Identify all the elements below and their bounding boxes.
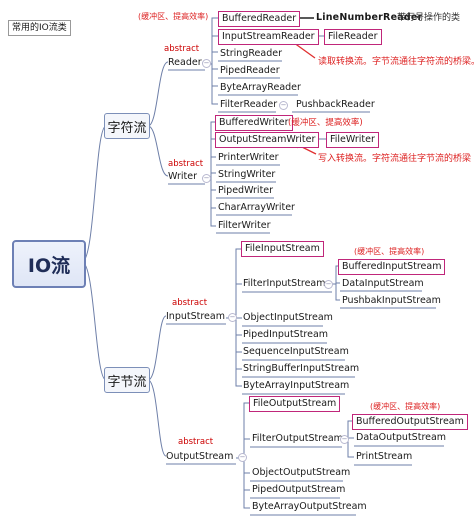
filter-outputstream-child-1: DataOutputStream	[356, 432, 447, 443]
page-title: 常用的IO流类	[8, 20, 71, 36]
inputstream-abstract-label: abstract	[172, 298, 208, 308]
filter-inputstream-child-0: BufferedInputStream	[338, 259, 446, 275]
filter-inputstream-child-1: DataInputStream	[342, 278, 424, 289]
reader-node: Reader	[168, 57, 202, 68]
filter-inputstream-collapse-icon[interactable]: −	[324, 280, 333, 289]
writer-collapse-icon[interactable]: −	[202, 174, 211, 183]
inputstream-collapse-icon[interactable]: −	[228, 313, 237, 322]
inputstream-node: InputStream	[166, 311, 225, 322]
outputstream-child-0: FileOutputStream	[249, 396, 341, 412]
char-stream-node: 字符流	[104, 113, 150, 139]
outputstream-child-1: FilterOutputStream	[252, 433, 343, 444]
reader-child-2: StringReader	[220, 48, 282, 59]
reader-abstract-label: abstract	[164, 44, 200, 54]
reader-child-1: InputStreamReader	[218, 29, 319, 45]
outputstream-child-3: PipedOutputStream	[252, 484, 346, 495]
reader-child-3: PipedReader	[220, 65, 280, 76]
buffered-outputstream-note: (缓冲区、提高效率)	[370, 402, 441, 411]
root-node: IO流	[12, 240, 86, 288]
reader-child-4: ByteArrayReader	[220, 82, 301, 93]
writer-child-6: FilterWriter	[218, 220, 271, 231]
filter-outputstream-child-0: BufferedOutputStream	[352, 414, 468, 430]
outputstream-abstract-label: abstract	[178, 437, 214, 447]
buffered-writer-note: (缓冲区、提高效率)	[288, 118, 363, 128]
inputstream-child-5: StringBufferInputStream	[243, 363, 360, 374]
filter-outputstream-collapse-icon[interactable]: −	[340, 435, 349, 444]
reader-child-0: BufferedReader	[218, 11, 301, 27]
reader-child-5: FilterReader	[220, 99, 278, 110]
char-stream-label: 字符流	[107, 120, 147, 136]
inputstream-child-4: SequenceInputStream	[243, 346, 349, 357]
inputstream-child-6: ByteArrayInputStream	[243, 380, 350, 391]
line-number-reader-label: LineNumberReader	[316, 12, 423, 23]
filter-inputstream-child-2: PushbakInputStream	[342, 295, 441, 306]
writer-child-5: CharArrayWriter	[218, 202, 295, 213]
line-number-note: 带行号操作的类	[397, 13, 461, 23]
writer-child-1: OutputStreamWriter	[215, 132, 320, 148]
reader-collapse-icon[interactable]: −	[202, 59, 211, 68]
inputstream-child-1: FilterInputStream	[243, 278, 326, 289]
inputstream-child-0: FileInputStream	[241, 241, 324, 257]
pushback-reader-node: PushbackReader	[296, 99, 375, 110]
outputstream-collapse-icon[interactable]: −	[238, 453, 247, 462]
writer-child-4: PipedWriter	[218, 185, 274, 196]
file-reader-node: FileReader	[324, 29, 382, 45]
outputstream-child-2: ObjectOutputStream	[252, 467, 351, 478]
byte-stream-label: 字节流	[107, 374, 147, 390]
writer-child-0: BufferedWriter	[215, 115, 293, 131]
outputstream-child-4: ByteArrayOutputStream	[252, 501, 367, 512]
writer-abstract-label: abstract	[168, 159, 204, 169]
outputstream-node: OutputStream	[166, 451, 234, 462]
root-label: IO流	[27, 254, 71, 277]
buffered-inputstream-note: (缓冲区、提高效率)	[354, 247, 425, 256]
inputstream-child-2: ObjectInputStream	[243, 312, 333, 323]
writer-child-3: StringWriter	[218, 169, 276, 180]
filter-reader-collapse-icon[interactable]: −	[279, 101, 288, 110]
isr-note: 读取转换流。字节流通往字符流的桥梁。	[318, 57, 474, 67]
byte-stream-node: 字节流	[104, 367, 150, 393]
file-writer-node: FileWriter	[326, 132, 379, 148]
buffered-reader-note: (缓冲区、提高效率)	[138, 12, 209, 21]
inputstream-child-3: PipedInputStream	[243, 329, 329, 340]
writer-node: Writer	[168, 171, 197, 182]
filter-outputstream-child-2: PrintStream	[356, 451, 413, 462]
osw-note: 写入转换流。字符流通往字节流的桥梁	[318, 154, 472, 164]
writer-child-2: PrinterWriter	[218, 152, 279, 163]
